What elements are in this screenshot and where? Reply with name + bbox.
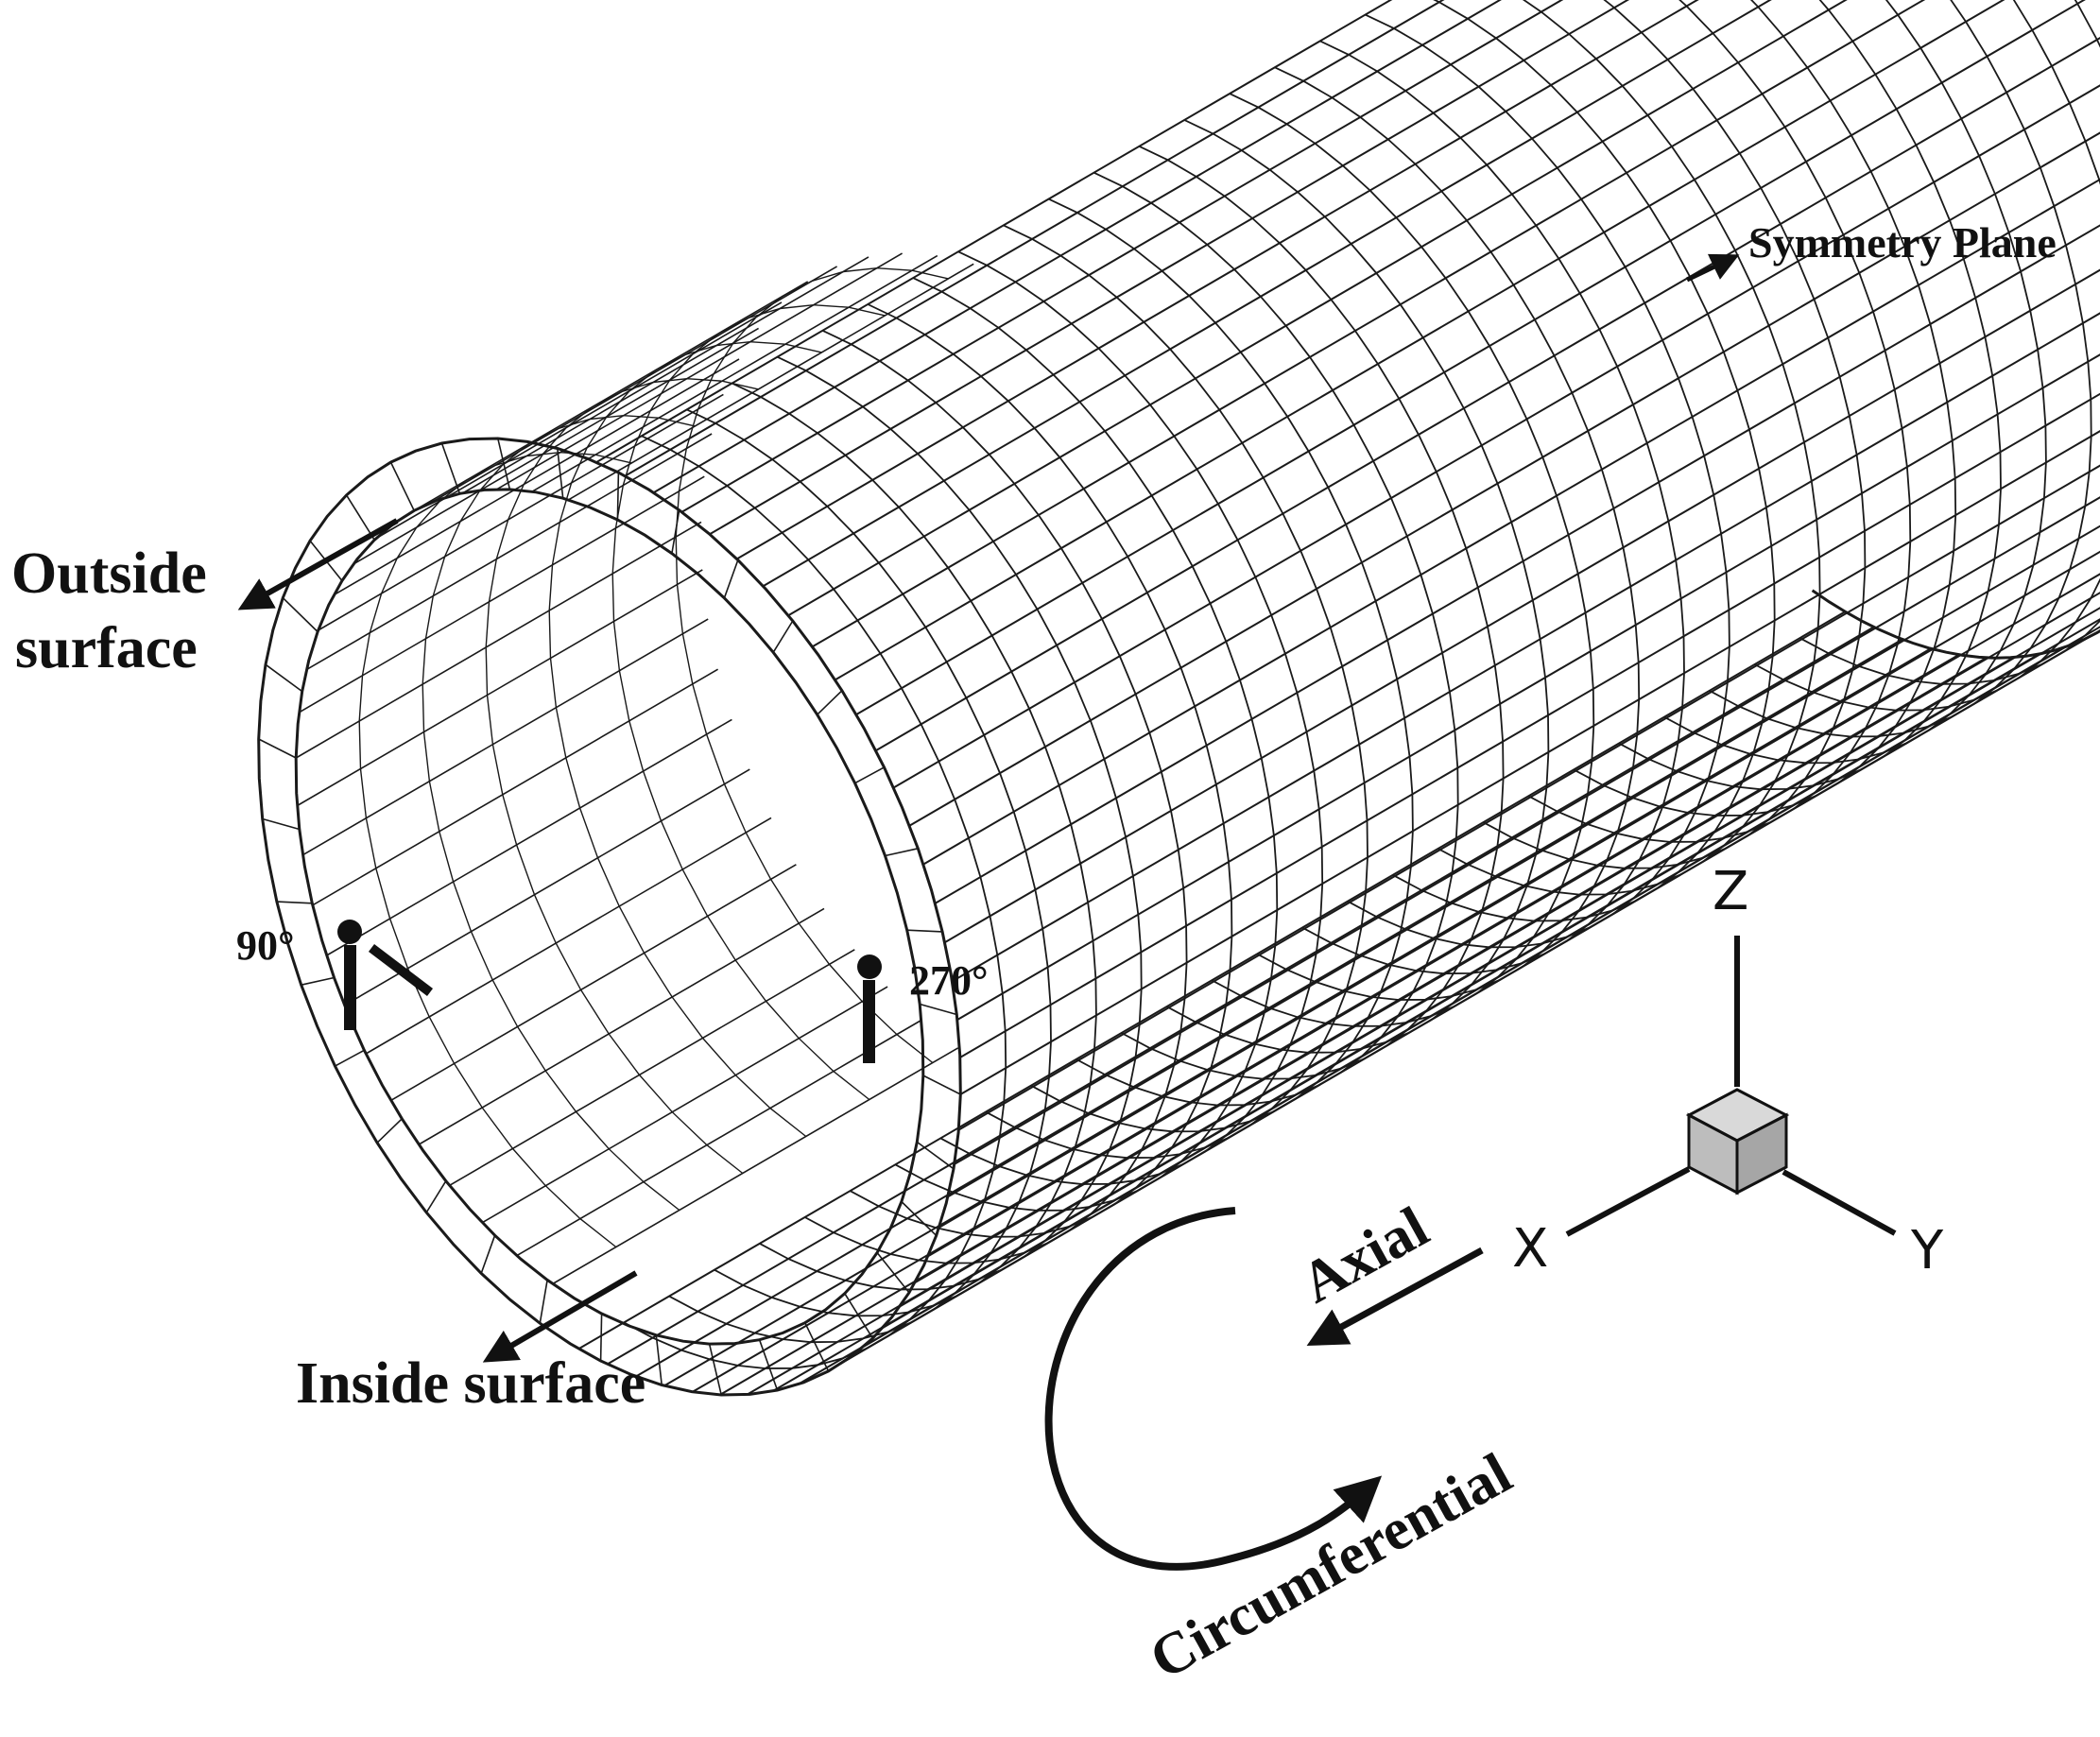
annulus-spoke [656, 1335, 662, 1385]
triad-z-label: Z [1713, 861, 1748, 922]
annulus-spoke [283, 598, 318, 632]
annulus-spoke [277, 902, 312, 903]
annulus-spoke [805, 1323, 829, 1371]
crack-marker-270 [857, 954, 882, 1063]
inner-axial-mesh-line [318, 394, 724, 630]
symmetry-plane-arrow [1687, 257, 1734, 280]
cylinder-mesh [259, 0, 2100, 1395]
axial-mesh-line [948, 459, 2100, 1196]
axial-mesh-line [958, 393, 2100, 1130]
annulus-spoke [259, 739, 297, 758]
triad-y-label: Y [1910, 1220, 1944, 1281]
annulus-spoke [377, 1119, 402, 1143]
axial-mesh-line [856, 0, 2100, 714]
annulus-spoke [724, 560, 737, 598]
annulus-spoke [710, 1344, 722, 1395]
annulus-spoke [426, 1181, 446, 1212]
annulus-spoke [818, 691, 842, 714]
axial-mesh-line [737, 0, 2004, 559]
annulus-spoke [886, 849, 919, 856]
inner-axial-mesh-line [482, 987, 887, 1223]
axis-triad [1567, 936, 1895, 1234]
annulus-spoke [266, 664, 302, 691]
triad-x-label: X [1512, 1218, 1548, 1280]
circumferential-mesh-line [1483, 0, 1865, 868]
inner-axial-mesh-line [517, 1020, 922, 1256]
axial-mesh-line [936, 166, 2100, 903]
axial-mesh-line [955, 427, 2100, 1164]
annulus-spoke [336, 1050, 365, 1066]
annulus-spoke [391, 462, 415, 510]
circumferential-mesh-line [1438, 0, 1820, 895]
annulus-spoke [263, 819, 300, 830]
axial-mesh-line [939, 490, 2100, 1228]
crack-marker-90 [337, 920, 430, 1030]
inner-axial-mesh-line [313, 669, 718, 905]
annulus-spoke [773, 621, 793, 652]
annulus-spoke [907, 930, 942, 932]
axial-mesh-line [953, 244, 2100, 981]
inside-surface-label: Inside surface [296, 1351, 645, 1416]
inner-axial-mesh-line [366, 817, 771, 1054]
axial-mesh-line [763, 0, 2029, 586]
angle-90-label: 90° [236, 922, 295, 969]
circumferential-mesh-line [1664, 0, 2046, 763]
outside-surface-label-line2: surface [15, 616, 198, 680]
axial-mesh-line [625, 0, 1891, 476]
angle-270-label: 270° [909, 957, 989, 1004]
inner-axial-mesh-line [298, 570, 703, 806]
inner-axial-mesh-line [302, 619, 708, 855]
inner-axial-mesh-line [463, 257, 869, 493]
circumferential-mesh-line [624, 436, 1006, 1368]
annulus-spoke [923, 1075, 961, 1094]
annulus-spoke [301, 978, 335, 986]
inner-axial-mesh-line [391, 865, 797, 1101]
outside-surface-label-line1: Outside [11, 542, 207, 606]
inner-axial-mesh-line [450, 950, 855, 1186]
axial-label: Axial [1291, 1195, 1438, 1316]
inner-axial-mesh-line [327, 719, 732, 955]
annulus-spoke [540, 1280, 547, 1323]
symmetry-plane-label: Symmetry Plane [1748, 218, 2057, 267]
far-outer-ring [1813, 0, 2100, 658]
outside-surface-arrow [244, 521, 397, 607]
annulus-spoke [481, 1235, 494, 1273]
inner-axial-mesh-line [532, 256, 938, 492]
inner-axial-mesh-line [353, 328, 759, 564]
inner-axial-mesh-line [300, 476, 705, 713]
annulus-spoke [855, 767, 885, 783]
inner-circumferential-mesh-line [676, 268, 948, 1063]
inner-axial-mesh-line [497, 253, 903, 490]
inner-axial-mesh-line [419, 908, 824, 1144]
axial-mesh-line [960, 320, 2100, 1058]
inside-surface-arrow [489, 1273, 636, 1359]
annulus-spoke [920, 1005, 956, 1015]
